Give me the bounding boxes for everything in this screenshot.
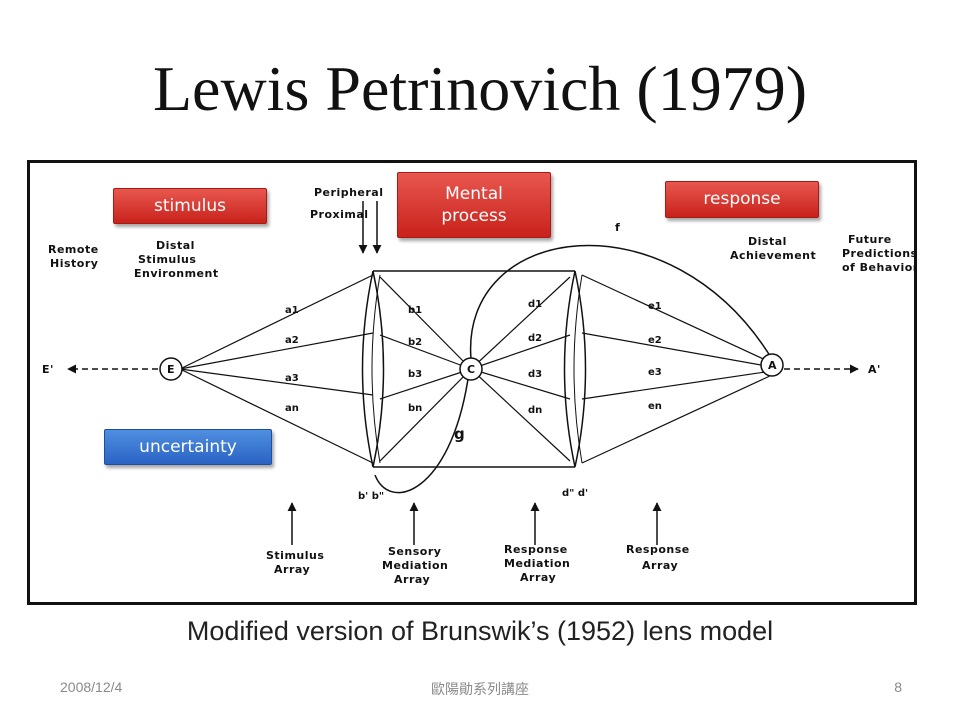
future-predictions-line2: Predictions: [842, 247, 914, 260]
future-predictions-line3: of Behavior: [842, 261, 914, 274]
response-mediation-line3: Array: [520, 571, 556, 584]
stimulus-array-line1: Stimulus: [266, 549, 324, 562]
future-predictions-line1: Future: [848, 233, 892, 246]
d2-label: d2: [528, 333, 542, 344]
lens-model-svg: Peripheral Proximal Remote History Dista…: [42, 186, 914, 586]
right-lens: [563, 270, 587, 468]
e2-label: e2: [648, 335, 662, 346]
slide-caption: Modified version of Brunswik’s (1952) le…: [186, 616, 774, 646]
an-label: an: [285, 403, 299, 414]
e1-label: e1: [648, 301, 662, 312]
remote-history-line1: Remote: [48, 243, 99, 256]
en-label: en: [648, 401, 662, 412]
distal-achievement-line1: Distal: [748, 235, 787, 248]
left-lens: [361, 270, 385, 468]
sensory-mediation-line2: Mediation: [382, 559, 448, 572]
a3-label: a3: [285, 373, 299, 384]
distal-achievement-line2: Achievement: [730, 249, 816, 262]
sensory-mediation-line1: Sensory: [388, 545, 441, 558]
dn-label: dn: [528, 405, 542, 416]
node-e: [159, 357, 183, 381]
distal-stimulus-line1: Distal: [156, 239, 195, 252]
stimulus-array-line2: Array: [274, 563, 310, 576]
left-lens-inner: [371, 274, 381, 464]
response-mediation-line2: Mediation: [504, 557, 570, 570]
a1-label: a1: [285, 305, 299, 316]
response-array-line1: Response: [626, 543, 690, 556]
footer-date: 2008/12/4: [60, 679, 123, 695]
page-number: 8: [894, 679, 902, 695]
response-mediation-line1: Response: [504, 543, 568, 556]
bn-label: bn: [408, 403, 422, 414]
node-a: [760, 353, 784, 377]
a2-label: a2: [285, 335, 299, 346]
node-c-label: C: [467, 363, 475, 376]
b2-label: b2: [408, 337, 422, 348]
slide-title: Lewis Petrinovich (1979): [152, 53, 808, 124]
f-label: f: [615, 221, 620, 234]
footer-center: 歐陽勛系列講座: [431, 681, 529, 697]
d-bottom-label: d" d': [562, 488, 588, 499]
right-lens-inner: [573, 274, 583, 464]
c-right-fan-lines: [470, 276, 571, 462]
d1-label: d1: [528, 299, 542, 310]
distal-stimulus-line2: Stimulus: [138, 253, 196, 266]
sensory-mediation-line3: Array: [394, 573, 430, 586]
g-label: g: [454, 425, 465, 443]
d3-label: d3: [528, 369, 542, 380]
mental-process-badge: Mental process: [397, 172, 551, 238]
mental-process-line2: process: [441, 206, 507, 226]
uncertainty-badge: uncertainty: [104, 429, 272, 465]
b3-label: b3: [408, 369, 422, 380]
stimulus-badge: stimulus: [113, 188, 267, 224]
c-left-fan-lines: [379, 276, 472, 462]
node-c: [459, 357, 483, 381]
a-fan-lines: [581, 274, 773, 464]
proximal-label: Proximal: [310, 208, 369, 221]
e-fan-lines: [179, 274, 374, 464]
e-prime-label: E': [42, 363, 54, 376]
response-badge: response: [665, 181, 819, 218]
remote-history-line2: History: [50, 257, 98, 270]
node-a-label: A: [768, 359, 777, 372]
arc-f: [470, 244, 773, 360]
mental-process-line1: Mental: [445, 183, 503, 204]
node-e-label: E: [167, 363, 175, 376]
e3-label: e3: [648, 367, 662, 378]
arc-g: [374, 378, 469, 494]
distal-stimulus-line3: Environment: [134, 267, 219, 280]
a-prime-label: A': [868, 363, 881, 376]
response-array-line2: Array: [642, 559, 678, 572]
b-bottom-label: b' b": [358, 491, 384, 502]
b1-label: b1: [408, 305, 422, 316]
peripheral-label: Peripheral: [314, 186, 384, 199]
